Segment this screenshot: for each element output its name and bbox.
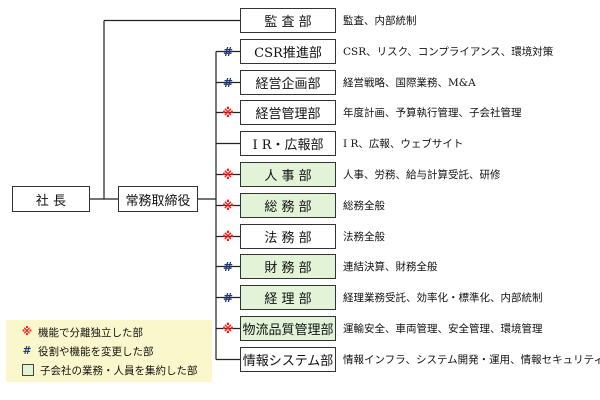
asterisk-mark-icon: ※ (21, 326, 33, 338)
department-description: I R、広報、ウェブサイト (343, 137, 464, 150)
department-description: 運輸安全、車両管理、安全管理、環境管理 (343, 322, 543, 335)
asterisk-mark-icon: ※ (222, 167, 234, 182)
asterisk-mark-icon: ※ (222, 321, 234, 336)
legend-item-separated: ※ 機能で分離独立した部 (20, 324, 143, 340)
managing-director-box: 常務取締役 (118, 186, 198, 212)
department-box: 経 理 部 (240, 285, 336, 310)
hash-mark-icon: # (222, 290, 234, 305)
department-description: 連結決算、財務全般 (343, 260, 438, 273)
hash-mark-icon: # (222, 259, 234, 274)
department-box: 物流品質管理部 (240, 316, 336, 341)
department-name: 経営企画部 (255, 77, 321, 92)
legend: ※ 機能で分離独立した部 # 役割や機能を変更した部 子会社の業務・人員を集約し… (6, 320, 212, 382)
department-name: 経 理 部 (264, 292, 312, 307)
hash-mark-icon: # (222, 75, 234, 90)
legend-text: 役割や機能を変更した部 (38, 345, 154, 358)
department-description: 人事、労務、給与計算受託、研修 (343, 168, 501, 181)
department-box: CSR推進部 (240, 39, 336, 64)
department-name: 人 事 部 (264, 169, 312, 184)
department-box: 経営企画部 (240, 70, 336, 95)
legend-text: 機能で分離独立した部 (38, 326, 143, 339)
department-box: 総 務 部 (240, 193, 336, 218)
legend-text: 子会社の業務・人員を集約した部 (40, 364, 198, 377)
department-description: 経営戦略、国際業務、M&A (343, 76, 476, 89)
department-description: 監査、内部統制 (343, 14, 417, 27)
department-description: 年度計画、予算執行管理、子会社管理 (343, 106, 522, 119)
department-name: 総 務 部 (264, 200, 312, 215)
department-description: CSR、リスク、コンプライアンス、環境対策 (343, 45, 554, 58)
hash-mark-icon: # (22, 345, 32, 357)
department-description: 情報インフラ、システム開発・運用、情報セキュリティ (343, 353, 600, 366)
department-name: CSR推進部 (254, 46, 322, 61)
department-name: 経営管理部 (255, 107, 321, 122)
president-box: 社 長 (12, 186, 90, 212)
department-description: 総務全般 (343, 199, 385, 212)
department-box: 財 務 部 (240, 254, 336, 279)
green-square-icon (22, 364, 34, 376)
department-box: 法 務 部 (240, 224, 336, 249)
hash-mark-icon: # (222, 44, 234, 59)
department-box: 情報システム部 (240, 347, 336, 372)
asterisk-mark-icon: ※ (222, 229, 234, 244)
asterisk-mark-icon: ※ (222, 198, 234, 213)
department-name: 財 務 部 (264, 261, 312, 276)
legend-item-changed: # 役割や機能を変更した部 (20, 343, 154, 359)
department-name: 情報システム部 (242, 354, 334, 369)
president-label: 社 長 (35, 193, 67, 209)
department-name: 監 査 部 (264, 15, 312, 30)
department-description: 経理業務受託、効率化・標準化、内部統制 (343, 291, 543, 304)
department-box: 人 事 部 (240, 162, 336, 187)
department-box: 経営管理部 (240, 100, 336, 125)
department-name: I R・広報部 (252, 138, 324, 153)
legend-item-consolidated: 子会社の業務・人員を集約した部 (20, 362, 198, 378)
department-description: 法務全般 (343, 230, 385, 243)
department-box: 監 査 部 (240, 8, 336, 33)
managing-director-label: 常務取締役 (125, 193, 191, 209)
department-box: I R・広報部 (240, 131, 336, 156)
asterisk-mark-icon: ※ (222, 105, 234, 120)
department-name: 物流品質管理部 (242, 323, 334, 338)
department-name: 法 務 部 (264, 231, 312, 246)
